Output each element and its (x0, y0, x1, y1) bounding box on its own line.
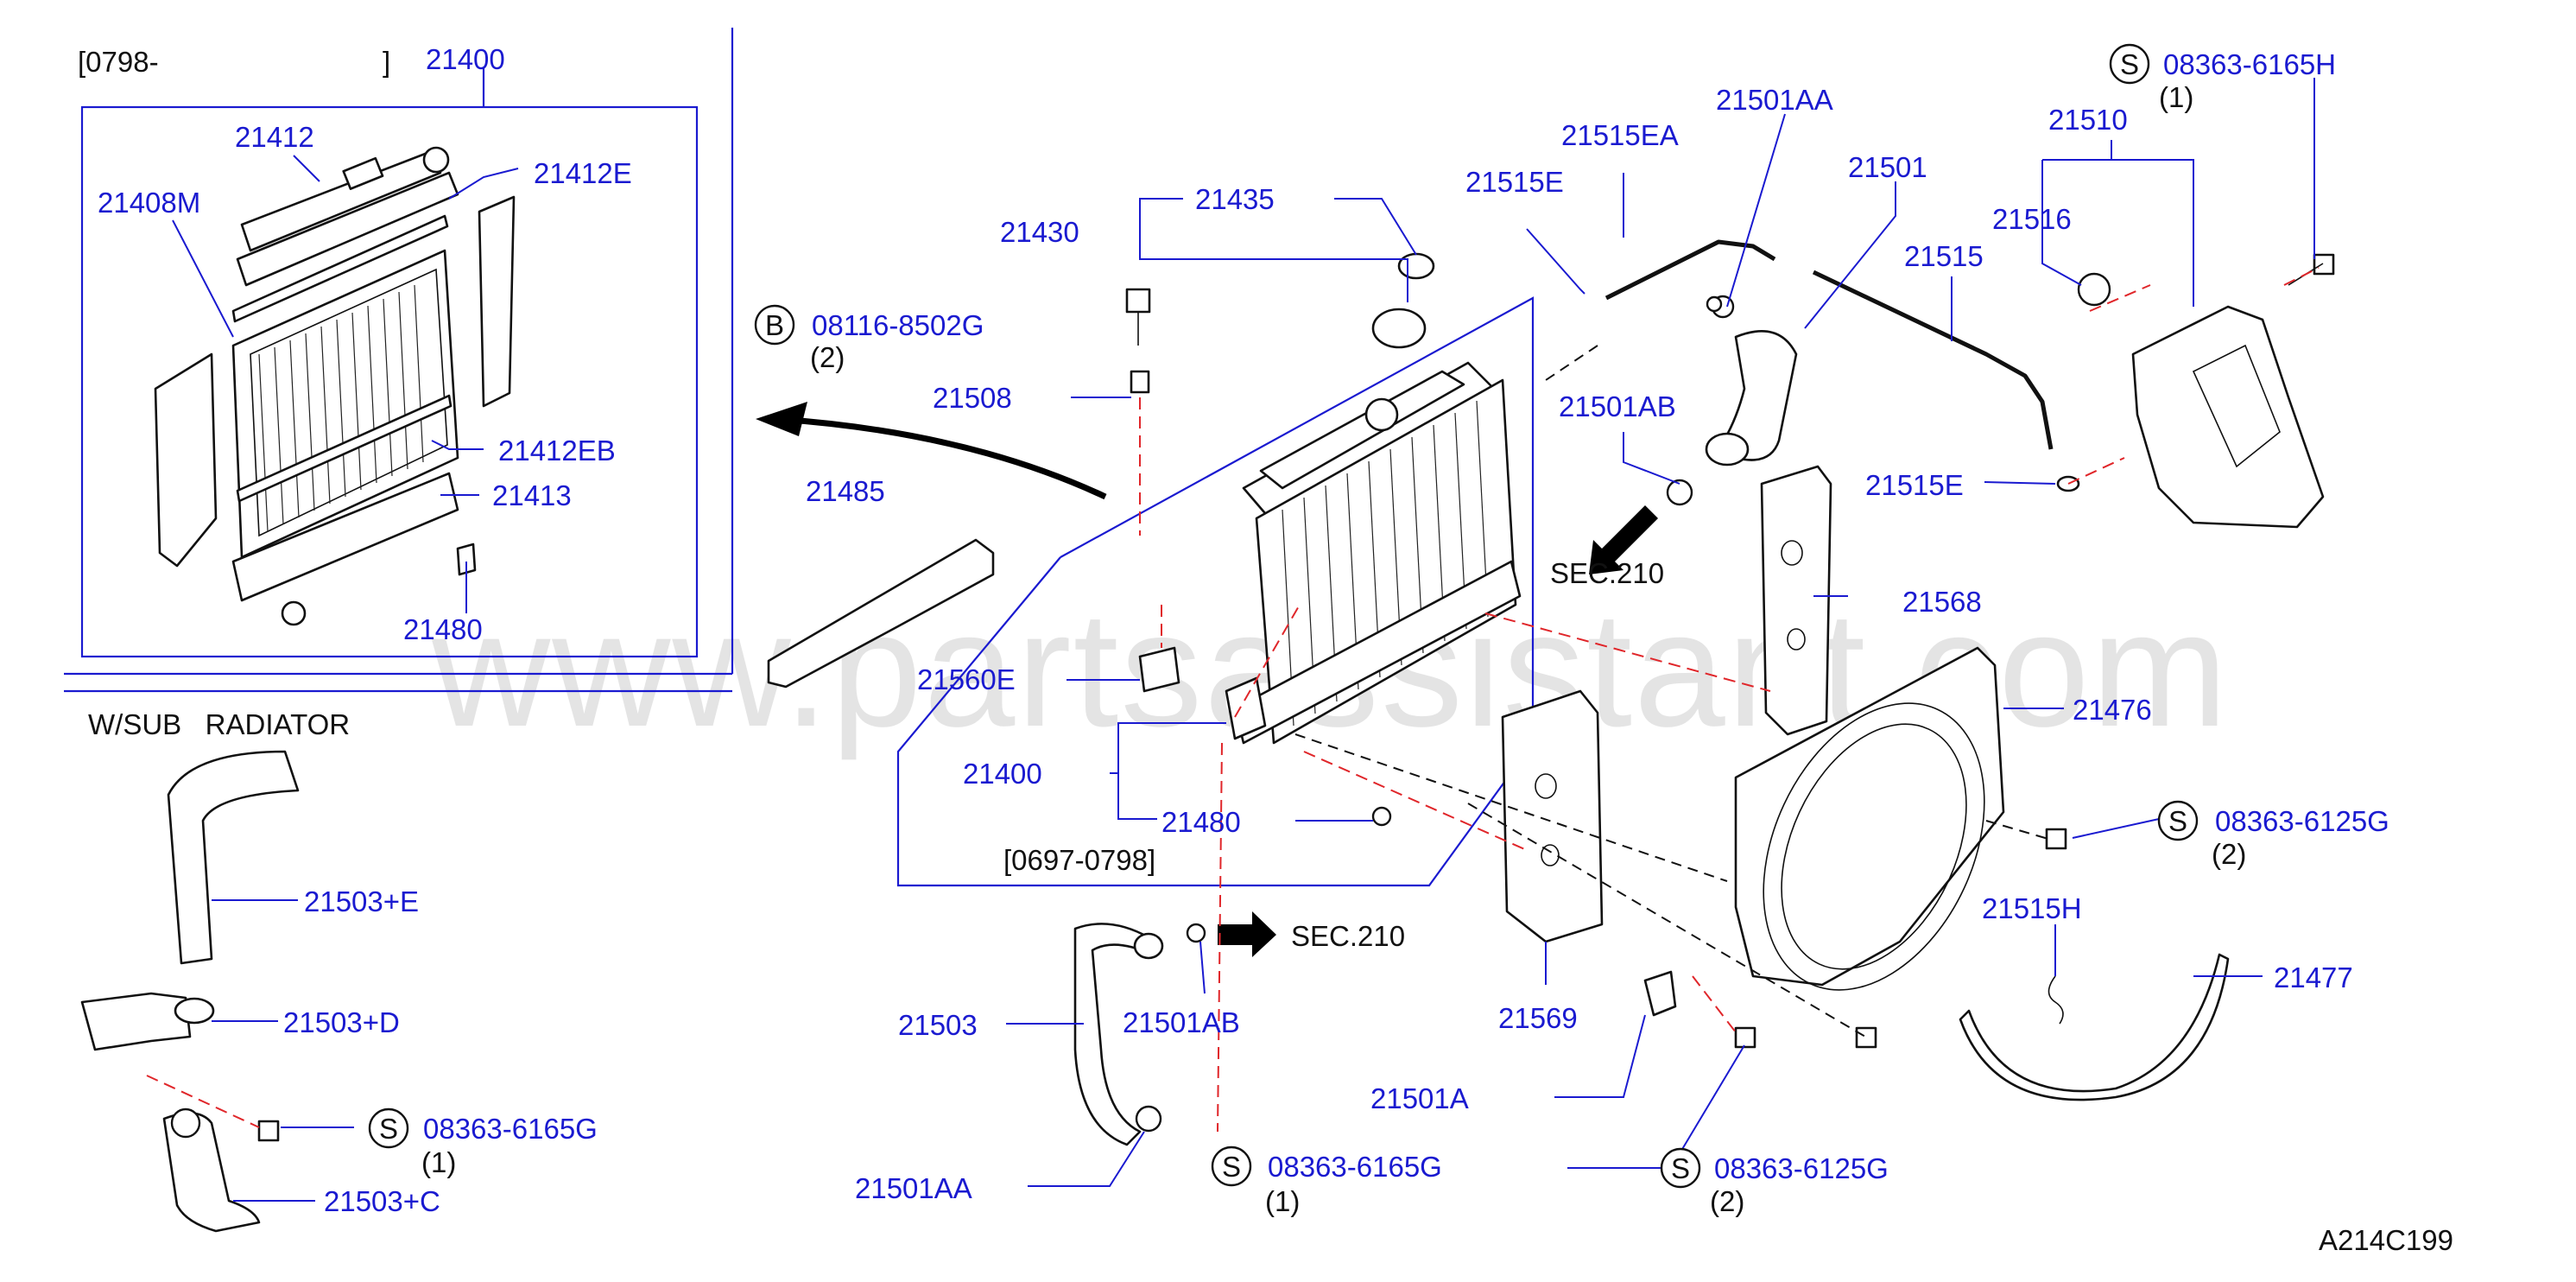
callout-21501aa: 21501AA (855, 1172, 972, 1204)
callout-21435: 21435 (1195, 183, 1275, 215)
callout-21510: 21510 (2048, 104, 2128, 136)
screw-symbol-icon (2109, 43, 2150, 85)
callout-21503-e: 21503+E (304, 885, 419, 917)
screw-symbol-letter: S (1671, 1152, 1690, 1184)
callout-21508: 21508 (933, 382, 1012, 414)
callout-qty: (1) (421, 1146, 456, 1178)
callout-21501: 21501 (1848, 151, 1927, 183)
screw-symbol-letter: S (379, 1113, 398, 1145)
callout-qty: (1) (1265, 1185, 1300, 1217)
screw-symbol-letter: S (2168, 805, 2187, 837)
dashed-connectors (146, 267, 2320, 1133)
callout-21412e: 21412E (534, 157, 632, 189)
sec-ref-lower: SEC.210 (1291, 920, 1405, 952)
arrow-icon (1218, 911, 1276, 957)
callout-21515e: 21515E (1465, 166, 1564, 198)
callout-qty: (2) (810, 341, 845, 373)
screw-symbol-icon (1660, 1147, 1701, 1189)
callout-21480: 21480 (403, 613, 483, 645)
callout-21430: 21430 (1000, 216, 1079, 248)
shroud-and-panels (1371, 465, 2230, 1101)
callout-21412eb: 21412EB (498, 435, 616, 466)
main-radiator (767, 252, 1522, 745)
callout-21408m: 21408M (98, 187, 200, 219)
w-sub-radiator-label: W/SUB RADIATOR (88, 708, 350, 740)
callout-08116-8502g: 08116-8502G (812, 309, 984, 341)
callout-21501a: 21501A (1370, 1082, 1469, 1114)
callout-21569: 21569 (1498, 1002, 1578, 1034)
callout-21400: 21400 (963, 758, 1042, 790)
callout-21501ab: 21501AB (1123, 1006, 1240, 1038)
screw-symbol-letter: S (2120, 48, 2139, 80)
bolt-symbol-letter: B (765, 309, 784, 341)
screw-symbol-letter: S (1222, 1151, 1241, 1183)
callout-08363-6125g: 08363-6125G (2215, 805, 2389, 837)
symbol-circles (368, 43, 2199, 1189)
callout-21515e: 21515E (1865, 469, 1964, 501)
callout-qty: (2) (2212, 838, 2246, 870)
date-range-top: [0798- (78, 46, 159, 78)
callout-08363-6165g: 08363-6165G (1268, 1151, 1442, 1183)
callout-21515: 21515 (1904, 240, 1984, 272)
callout-21413: 21413 (492, 479, 572, 511)
callout-21501aa: 21501AA (1716, 84, 1833, 116)
callout-08363-6165g: 08363-6165G (423, 1113, 598, 1145)
callout-21515h: 21515H (1982, 892, 2082, 924)
arrow-icon (756, 402, 1107, 500)
screw-symbol-icon (2157, 800, 2199, 841)
callout-21412: 21412 (235, 121, 314, 153)
callout-qty: (2) (1710, 1185, 1744, 1217)
callout-21560e: 21560E (917, 663, 1016, 695)
hoses-and-tank (1604, 239, 2335, 529)
callout-21476: 21476 (2073, 694, 2152, 726)
callout-21400: 21400 (426, 43, 505, 75)
frame-lines (64, 28, 1535, 887)
sec-ref-upper: SEC.210 (1550, 557, 1664, 589)
screw-symbol-icon (1211, 1146, 1252, 1187)
screw-symbol-icon (368, 1107, 409, 1149)
bolt-symbol-icon (754, 304, 795, 346)
date-range-top-close: ] (383, 46, 390, 78)
drawing-code: A214C199 (2319, 1224, 2453, 1256)
callout-qty: (1) (2159, 81, 2193, 113)
callout-21503-d: 21503+D (283, 1006, 400, 1038)
callout-21516: 21516 (1992, 203, 2072, 235)
callout-21485: 21485 (806, 475, 885, 507)
callout-08363-6125g: 08363-6125G (1714, 1152, 1889, 1184)
callout-21477: 21477 (2274, 962, 2353, 993)
callout-08363-6165h: 08363-6165H (2163, 48, 2336, 80)
callout-21503: 21503 (898, 1009, 978, 1041)
inset-radiator (154, 146, 516, 626)
callout-21501ab: 21501AB (1559, 390, 1676, 422)
date-range-mid: [0697-0798] (1003, 844, 1155, 876)
callout-21515ea: 21515EA (1561, 119, 1679, 151)
callout-21568: 21568 (1902, 586, 1982, 618)
leader-lines (172, 78, 2315, 1202)
lower-hoses (80, 750, 1206, 1233)
callout-21480: 21480 (1161, 806, 1241, 838)
core-fins (258, 284, 424, 532)
callout-21503-c: 21503+C (324, 1185, 440, 1217)
arrow-icon (1589, 505, 1658, 574)
